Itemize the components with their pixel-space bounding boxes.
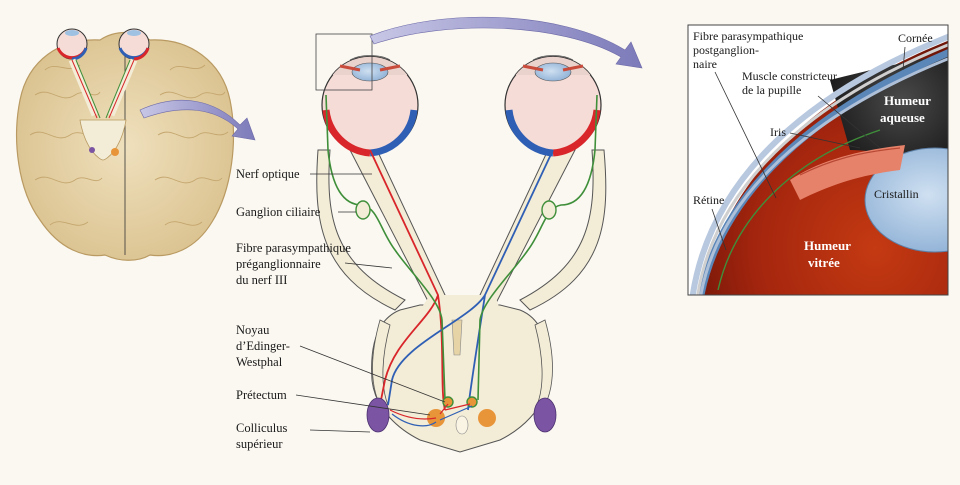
label-humeur-vitree-2: vitrée [808,255,840,270]
label-colliculus-2: supérieur [236,437,283,451]
edinger-westphal-left [442,396,454,408]
label-fibre-pre-1: Fibre parasympathique [236,241,351,255]
label-cristallin: Cristallin [874,187,919,201]
right-eye [504,55,602,157]
label-humeur-vitree-1: Humeur [804,238,851,253]
label-muscle-2: de la pupille [742,83,801,97]
label-fibre-post-2: postganglion- [693,43,759,57]
label-humeur-aqueuse-2: aqueuse [880,110,925,125]
pupillary-reflex-pathway [315,33,607,453]
green-fiber-right [477,94,598,401]
label-noyau-1: Noyau [236,323,270,337]
label-noyau-2: d’Edinger- [236,339,290,353]
edinger-westphal-right [466,396,478,408]
left-eye [315,33,419,157]
label-iris: Iris [770,125,786,139]
eye-detail-inset [687,24,949,296]
ciliary-ganglion-left [355,200,371,220]
green-fiber-left [325,94,446,401]
label-retine: Rétine [693,193,724,207]
label-fibre-post-1: Fibre parasympathique [693,29,803,43]
colliculus-right [533,397,557,433]
label-colliculus-1: Colliculus [236,421,288,435]
label-fibre-pre-3: du nerf III [236,273,287,287]
label-fibre-post-3: naire [693,57,717,71]
pointer-arrow-left [139,99,256,141]
label-nerf-optique: Nerf optique [236,167,300,181]
label-muscle-1: Muscle constricteur [742,69,837,83]
label-ganglion-ciliaire: Ganglion ciliaire [236,205,321,219]
label-noyau-3: Westphal [236,355,283,369]
label-pretectum: Prétectum [236,388,287,402]
ciliary-ganglion-right [541,200,557,220]
inset-labels: Fibre parasympathique postganglion- nair… [693,29,933,270]
label-cornee: Cornée [898,31,933,45]
pretectum-right [478,409,496,427]
colliculus-left [366,397,390,433]
brain-thumbnail [16,28,234,261]
central-labels: Nerf optique Ganglion ciliaire Fibre par… [236,167,446,451]
pointer-arrow-top [369,16,643,69]
label-humeur-aqueuse-1: Humeur [884,93,931,108]
label-fibre-pre-2: préganglionnaire [236,257,321,271]
